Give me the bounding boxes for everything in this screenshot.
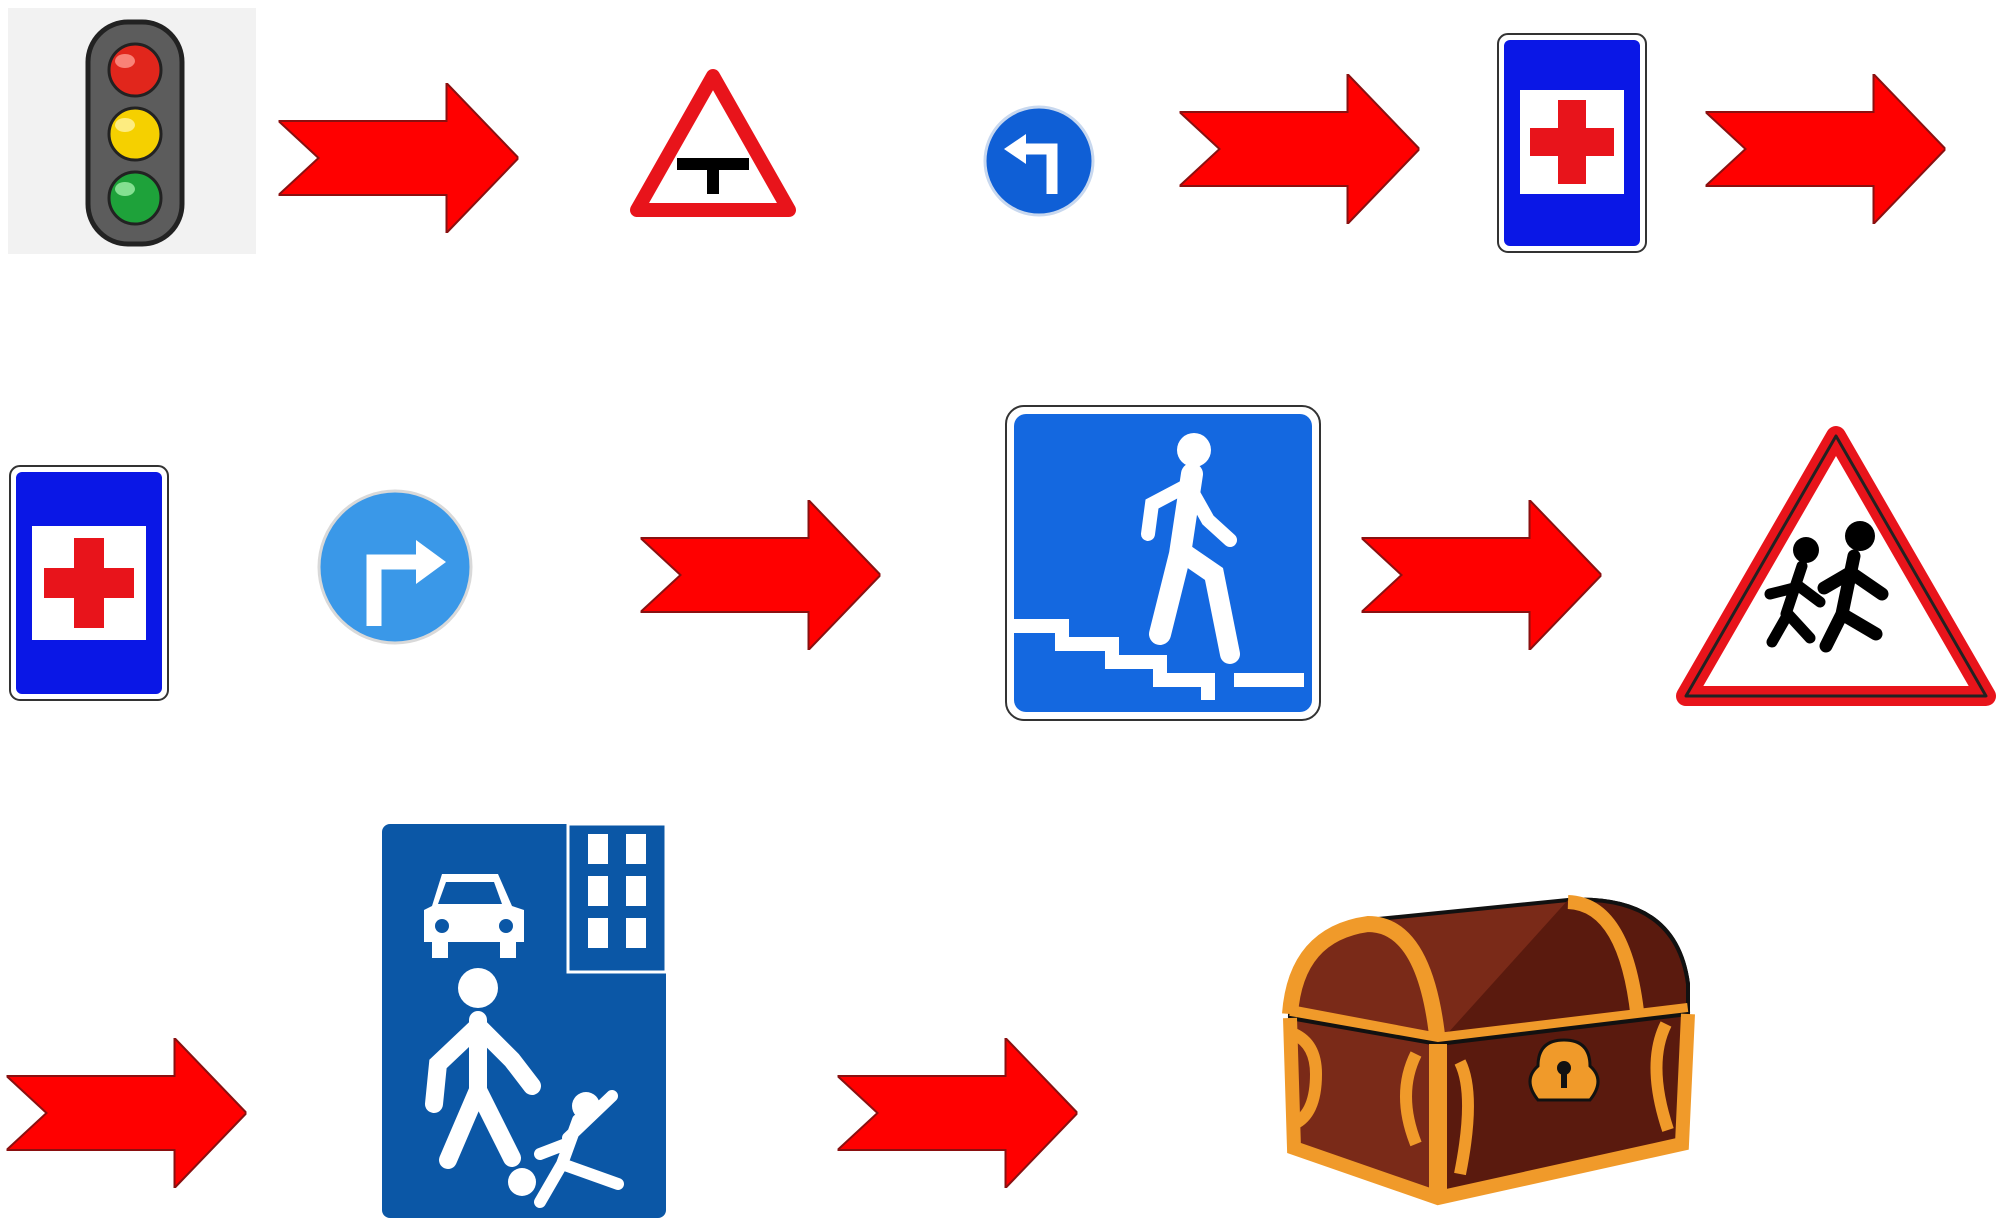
- residential-zone-sign-icon: [382, 824, 666, 1218]
- turn-right-arrow-sign-icon: [316, 488, 474, 646]
- first-aid-point-sign-icon: [8, 464, 170, 702]
- children-crossing-warning-sign-icon: [1676, 424, 1996, 708]
- turn-left-arrow-sign-icon: [982, 104, 1096, 218]
- traffic-light-icon: [8, 8, 256, 254]
- flow-arrow-5: [1359, 500, 1604, 650]
- treasure-chest-icon: [1276, 894, 1696, 1206]
- flow-arrow-6: [4, 1038, 249, 1188]
- flow-arrow-1: [276, 83, 521, 233]
- flow-arrow-4: [638, 500, 883, 650]
- first-aid-point-sign-icon: [1496, 32, 1648, 254]
- flow-arrow-3: [1703, 74, 1948, 224]
- flow-arrow-7: [835, 1038, 1080, 1188]
- flow-arrow-2: [1177, 74, 1422, 224]
- t-junction-warning-sign-icon: [632, 70, 794, 216]
- underground-pedestrian-crossing-sign-icon: [1004, 404, 1322, 722]
